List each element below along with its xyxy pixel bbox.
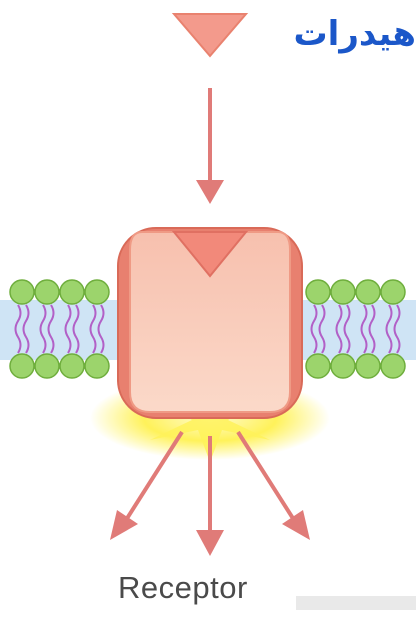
receptor-label: Receptor	[118, 568, 308, 608]
arabic-heading: هيدرات	[258, 10, 416, 58]
ligand-triangle-icon	[174, 14, 246, 56]
down-arrow-icon	[196, 88, 224, 204]
footer-bar	[296, 596, 416, 610]
receptor-channel-icon	[118, 228, 302, 418]
